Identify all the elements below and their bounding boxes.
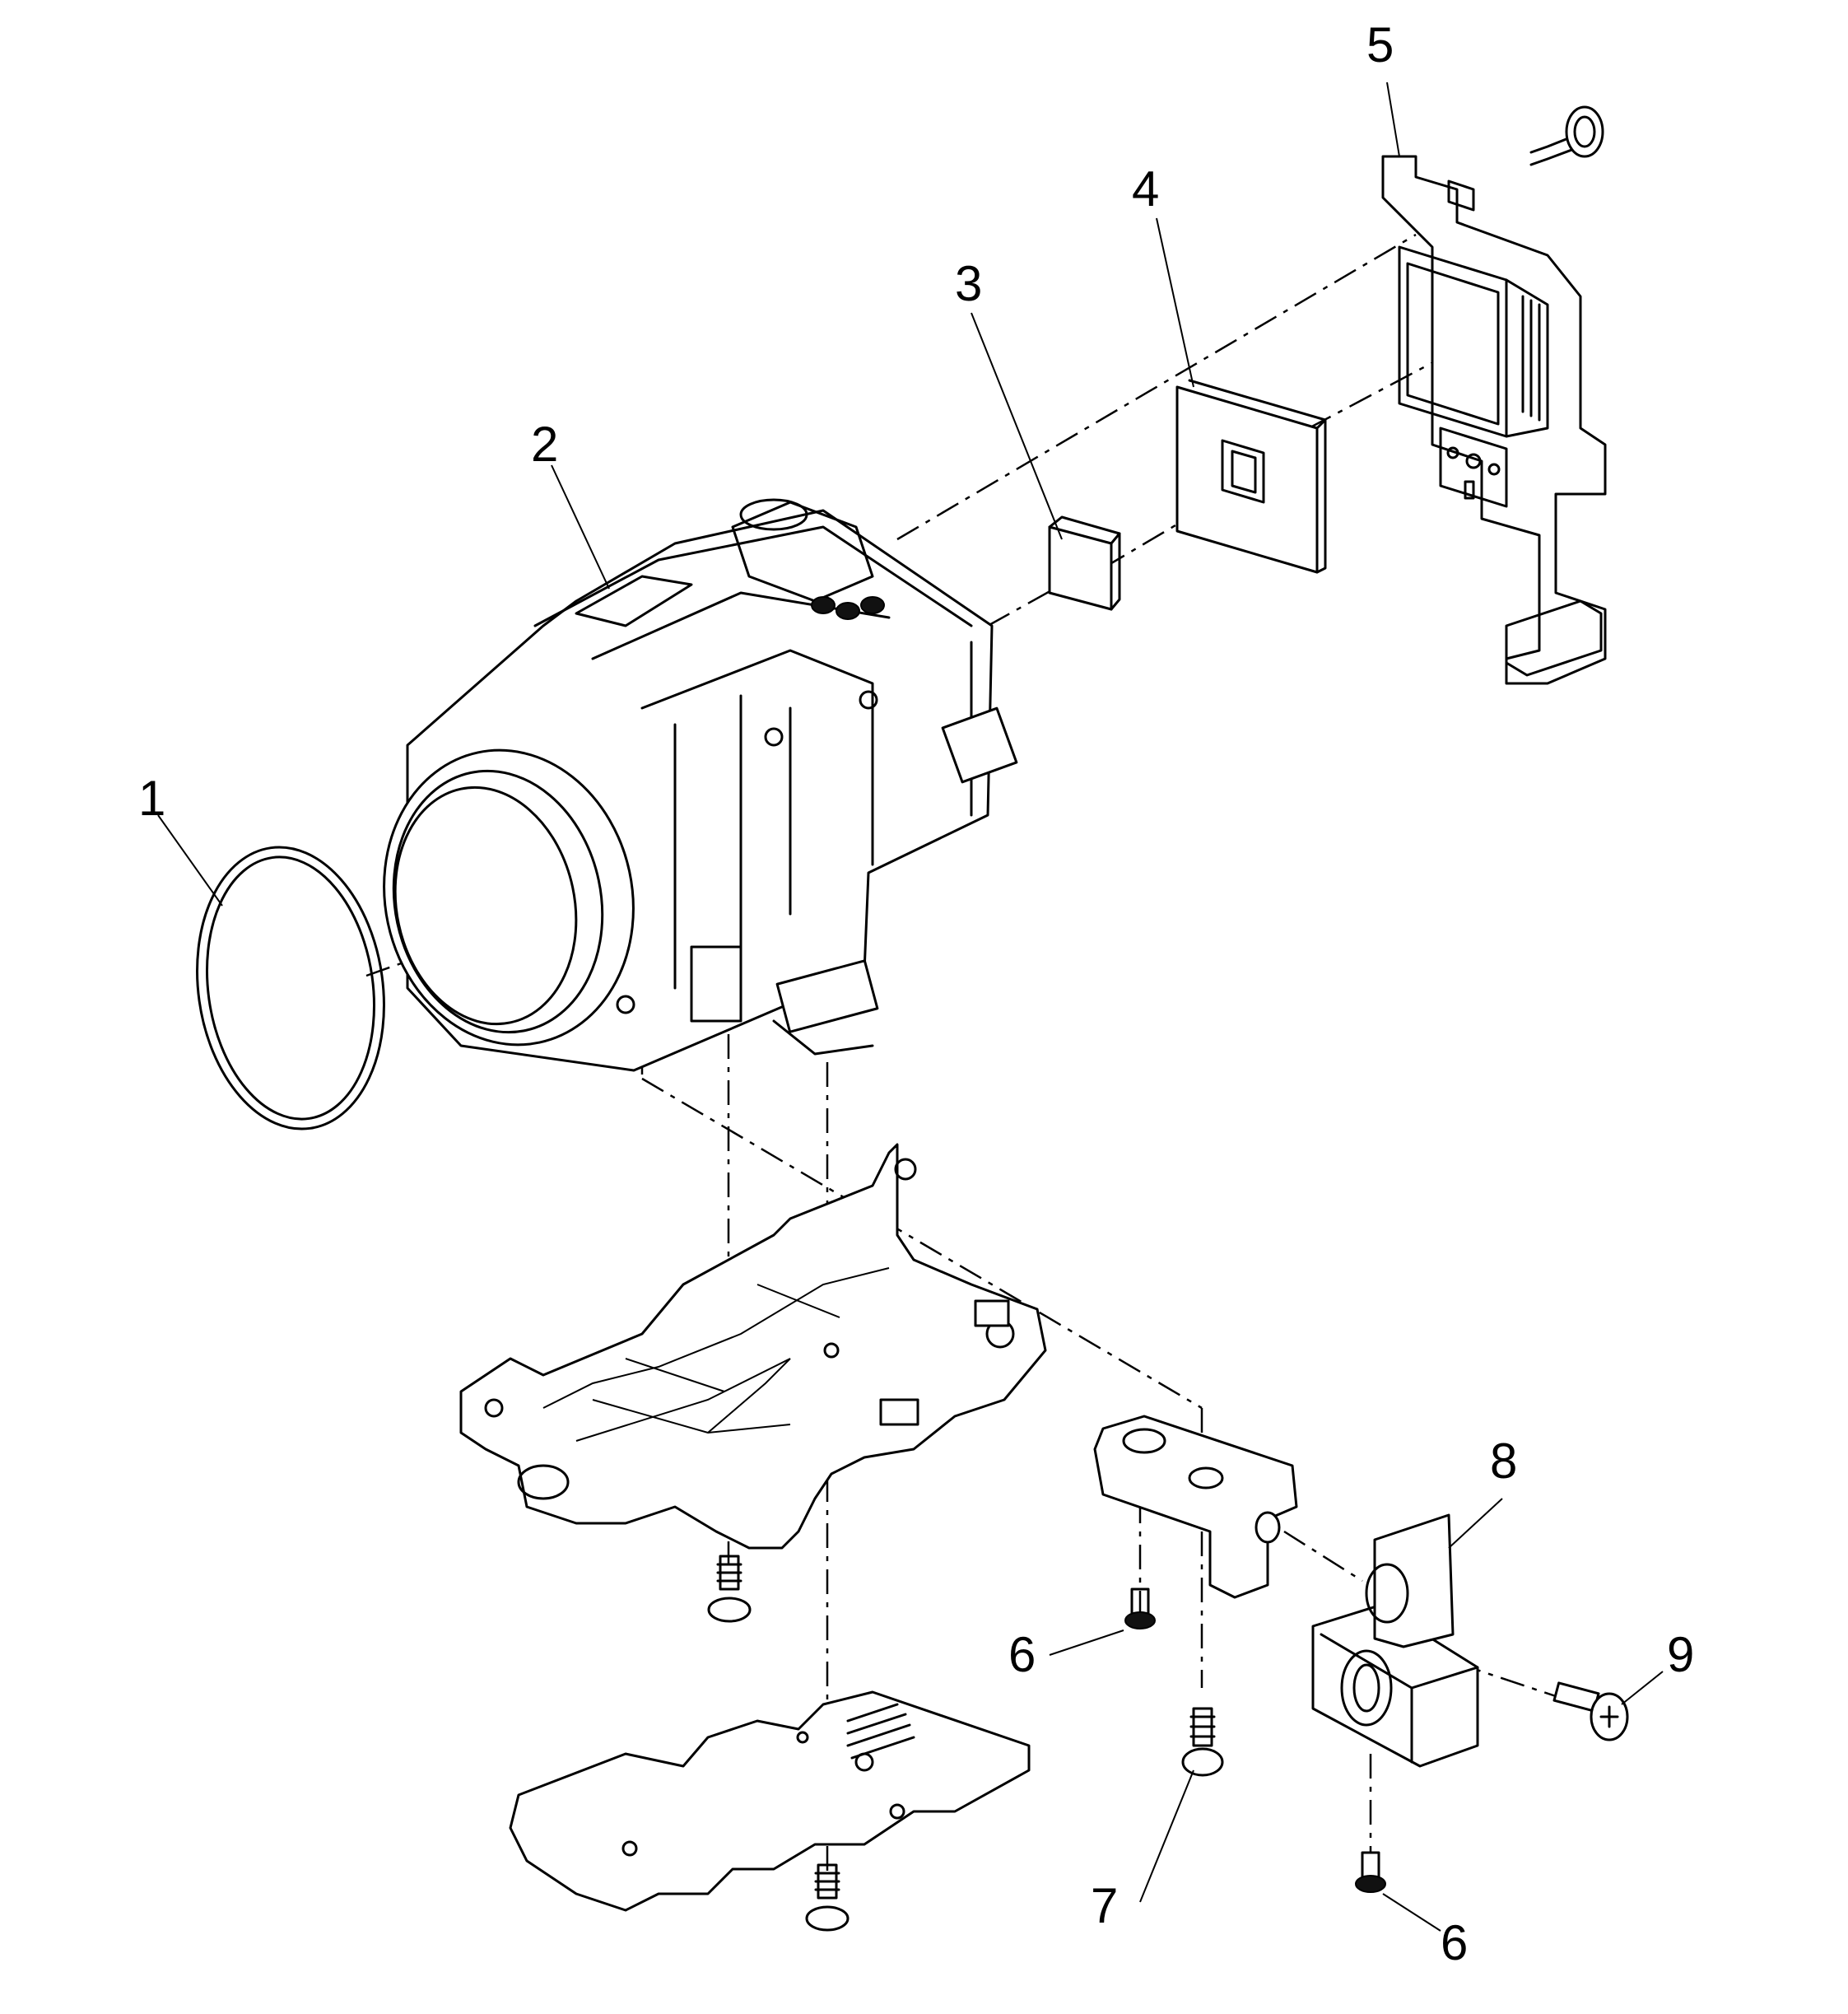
screw-6-a [1124, 1587, 1156, 1629]
leader-lines [157, 82, 1664, 1932]
callout-4: 4 [1132, 161, 1159, 217]
callout-2: 2 [531, 417, 558, 472]
screw-7 [1181, 1707, 1224, 1777]
chassis-screws [707, 1555, 850, 1932]
part-4-seal-plate [1175, 379, 1327, 574]
part-3-filter [1048, 515, 1121, 611]
callout-6-a: 6 [1008, 1627, 1036, 1682]
part-1-lens-ring [196, 846, 385, 1131]
callout-5: 5 [1366, 17, 1394, 72]
screw-9 [1552, 1681, 1629, 1741]
callout-7: 7 [1091, 1878, 1118, 1933]
bottom-plate [509, 1690, 1031, 1912]
callout-8: 8 [1490, 1434, 1517, 1489]
callouts: 1 2 3 4 5 6 6 7 8 9 [138, 17, 1694, 1970]
part-8-solenoid [1311, 1513, 1479, 1768]
part-2-lens-block [383, 498, 1018, 1072]
callout-9: 9 [1667, 1627, 1694, 1682]
chassis-plate [459, 1143, 1047, 1550]
part-5-ccd-board [1381, 105, 1607, 685]
screw-6-b [1355, 1851, 1386, 1893]
callout-6-b: 6 [1441, 1915, 1468, 1970]
callout-1: 1 [138, 771, 165, 826]
callout-3: 3 [955, 256, 982, 311]
solenoid-bracket [1093, 1415, 1298, 1599]
